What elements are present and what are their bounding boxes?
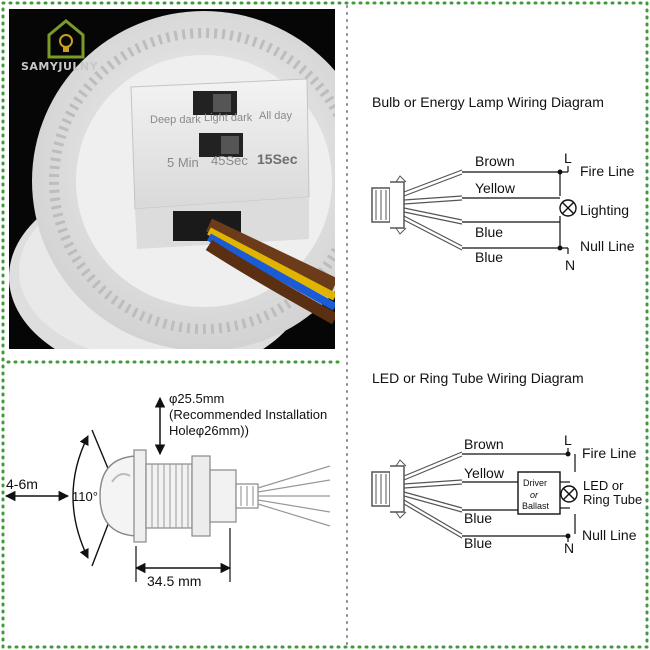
bulb-wiring-diagram — [371, 166, 577, 254]
dimension-drawing — [4, 396, 331, 582]
bulb-wire-yellow: Yellow — [475, 180, 515, 196]
bulb-wire-blue-2: Blue — [475, 249, 504, 265]
dimension-angle: 110° — [72, 489, 98, 504]
sensor-photo-drawing — [9, 11, 335, 349]
bulb-lighting-label: Lighting — [580, 202, 630, 218]
led-label-line1: LED or — [583, 478, 624, 493]
led-diagram-title: LED or Ring Tube Wiring Diagram — [372, 370, 584, 386]
dimension-diameter: φ25.5mm — [169, 391, 225, 406]
led-wire-brown: Brown — [464, 436, 504, 452]
house-lightbulb-icon — [47, 19, 85, 59]
dimension-range: 4-6m — [6, 476, 38, 492]
led-fire-line: Fire Line — [582, 445, 637, 461]
driver-label-line2: or — [530, 490, 539, 500]
driver-label-line1: Driver — [523, 478, 547, 488]
led-wire-blue-1: Blue — [464, 510, 493, 526]
watermark-brand: SAMYJULNY — [21, 60, 99, 73]
dimension-recommended-line2: Holeφ26mm)) — [169, 423, 249, 438]
led-terminal-l: L — [564, 432, 572, 448]
lamp-symbol-icon — [559, 199, 577, 217]
dimension-length: 34.5 mm — [147, 573, 202, 589]
bulb-null-line: Null Line — [580, 238, 635, 254]
bulb-fire-line: Fire Line — [580, 163, 635, 179]
led-label-line2: Ring Tube — [583, 492, 643, 507]
time-label-45sec: 45Sec — [211, 153, 248, 168]
bulb-diagram-title: Bulb or Energy Lamp Wiring Diagram — [372, 94, 604, 110]
led-terminal-n: N — [564, 540, 575, 556]
bulb-terminal-l: L — [564, 150, 572, 166]
dimension-recommended-line1: (Recommended Installation — [169, 407, 328, 422]
mode-label-light-dark: Light dark — [204, 112, 253, 124]
led-wire-blue-2: Blue — [464, 535, 493, 551]
led-wiring-diagram — [371, 448, 578, 542]
led-null-line: Null Line — [582, 527, 637, 543]
sensor-photo: SAMYJULNY Deep dark Light dark All day 5… — [9, 9, 335, 349]
led-wire-yellow: Yellow — [464, 465, 504, 481]
driver-label-line3: Ballast — [522, 501, 550, 511]
bulb-terminal-n: N — [565, 257, 576, 273]
bulb-wire-blue-1: Blue — [475, 224, 504, 240]
mode-label-deep-dark: Deep dark — [150, 114, 201, 126]
mode-label-all-day: All day — [259, 110, 293, 122]
bulb-wire-brown: Brown — [475, 153, 515, 169]
lamp-symbol-icon — [560, 485, 578, 503]
time-label-15sec: 15Sec — [257, 151, 298, 167]
time-label-5min: 5 Min — [167, 155, 199, 170]
